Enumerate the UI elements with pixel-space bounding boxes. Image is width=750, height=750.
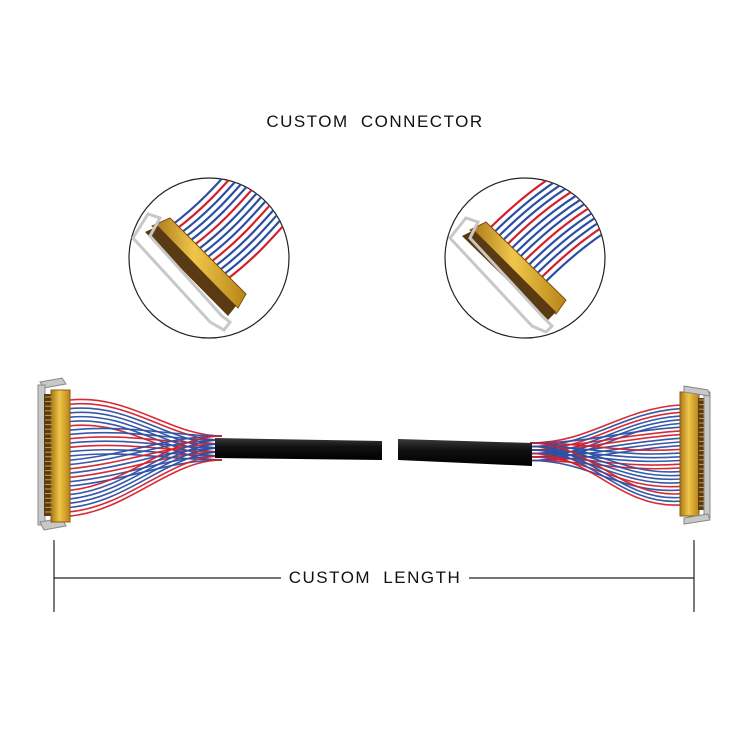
heading-text: CUSTOM CONNECTOR: [266, 112, 484, 131]
length-label: CUSTOM LENGTH: [280, 568, 470, 587]
cable-assembly-icon: [37, 377, 711, 531]
connector-closeup-left-icon: [128, 177, 290, 339]
connector-closeup-right-icon: [444, 177, 606, 339]
